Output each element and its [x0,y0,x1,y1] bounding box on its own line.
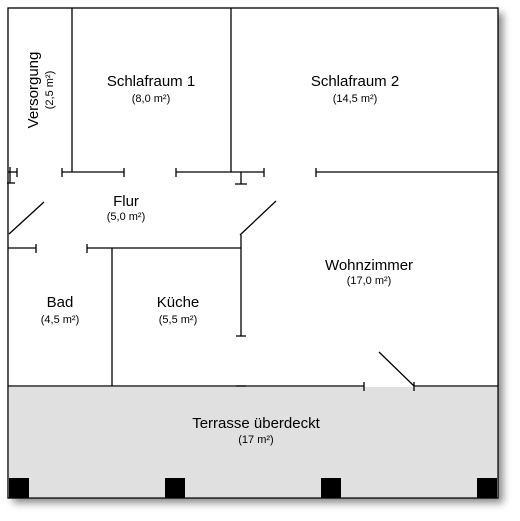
pillar-2 [165,478,185,498]
room-name-wohnzimmer: Wohnzimmer [325,257,413,274]
terrace-area [9,387,497,497]
room-name-schlafraum2: Schlafraum 2 [311,73,399,90]
pillar-1 [9,478,29,498]
terrace-pillars [9,478,497,498]
room-area-bad: (4,5 m²) [41,314,80,326]
wall-end-ticks-upper [7,167,317,185]
wall-house-terrasse [8,382,498,391]
pillar-4 [477,478,497,498]
room-name-schlafraum1: Schlafraum 1 [107,73,195,90]
room-area-schlafraum1: (8,0 m²) [132,93,171,105]
door-flur-entrance [8,201,45,235]
room-area-flur: (5,0 m²) [107,211,146,223]
wall-flur-bad-kueche [8,244,241,253]
room-name-kueche: Küche [157,294,200,311]
pillar-3 [321,478,341,498]
outer-wall [7,7,499,499]
room-name-flur: Flur [113,193,139,210]
room-area-wohnzimmer: (17,0 m²) [347,275,392,287]
room-name-versorgung: Versorgung [25,52,42,129]
room-area-kueche: (5,5 m²) [159,314,198,326]
room-name-bad: Bad [47,294,74,311]
room-name-terrasse: Terrasse überdeckt [192,415,320,432]
label-versorgung: Versorgung (2,5 m²) [25,52,56,129]
wall-kueche-wohnzimmer [236,235,246,337]
room-area-schlafraum2: (14,5 m²) [333,93,378,105]
room-area-versorgung: (2,5 m²) [44,71,56,110]
door-wohnzimmer-terrasse [378,351,415,387]
door-flur-wohnzimmer [239,200,277,236]
room-area-terrasse: (17 m²) [238,434,273,446]
